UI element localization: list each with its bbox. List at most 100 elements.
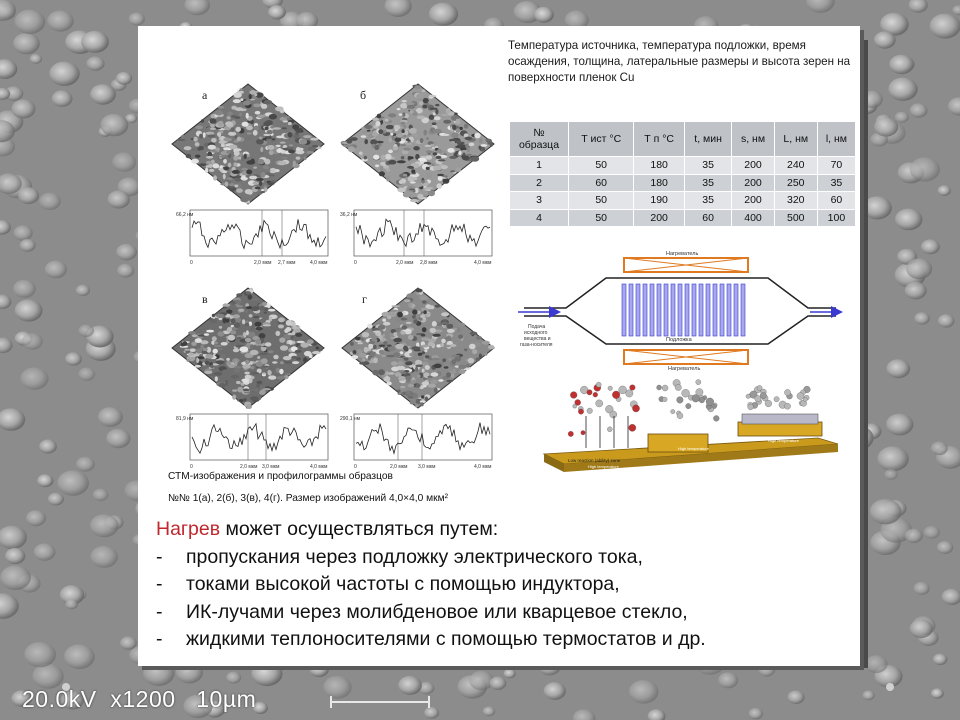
profile-tick: 2,0 мкм (396, 260, 414, 266)
list-item: - токами высокой частоты с помощью индукт… (156, 571, 856, 599)
corner-dot-right (886, 683, 894, 691)
heating-keyword: Нагрев (156, 518, 221, 540)
deposition-process-diagram: Low reaction (ability) zone High tempera… (542, 379, 839, 472)
table-cell: 35 (684, 174, 733, 192)
profile-tick: 3,0 мкм (418, 464, 436, 470)
reactor-diagram: Нагреватель Нагреватель Подложка Подача … (518, 251, 843, 372)
profile-tick: 4,0 мкм (310, 260, 328, 266)
panel-letter-v: в (202, 292, 208, 306)
sem-magnification: x1200 (110, 686, 176, 712)
table-header-cell: № образца (510, 122, 569, 157)
profile-tick: 0 (190, 464, 193, 470)
table-header-cell: L, нм (774, 122, 818, 157)
profile-tick: 0 (354, 464, 357, 470)
table-cell: 100 (817, 209, 857, 227)
table-header-cell: s, нм (731, 122, 775, 157)
list-bullet: - (156, 600, 163, 623)
table-cell: 180 (633, 156, 685, 175)
list-bullet: - (156, 628, 163, 650)
gas-label: газа-носителя (520, 342, 553, 348)
profile-tick: 4,0 мкм (474, 464, 492, 470)
zone-label-low: Low reaction (ability) zone (568, 458, 621, 463)
zone-label-high: High temperature (768, 438, 800, 443)
heater-bottom (623, 349, 749, 365)
table-cell: 250 (774, 174, 818, 192)
table-header-cell: Т ист °С (568, 122, 635, 157)
profile-tick: 3,0 мкм (262, 464, 280, 470)
stm-panel-v (171, 287, 325, 409)
table-header-cell: l, нм (817, 122, 857, 157)
list-item-text: токами высокой частоты с помощью индукто… (186, 573, 620, 595)
profile-tick: 4,0 мкм (310, 464, 328, 470)
panel-letter-b: б (360, 88, 367, 102)
stm-panel-a (171, 83, 325, 205)
panel-letter-g: г (362, 292, 367, 306)
table-cell: 240 (774, 156, 818, 175)
profile-tick: 4,0 мкм (474, 260, 492, 266)
table-cell: 70 (817, 156, 857, 175)
table-cell: 35 (684, 156, 733, 175)
table-cell: 60 (568, 174, 635, 192)
table-cell: 50 (568, 156, 635, 175)
parameters-table: № образца Т ист °С Т п °С t, мин s, нм L… (510, 122, 857, 227)
substrate-plates (621, 283, 746, 337)
zone-label-low-temp: High temperature (588, 464, 620, 469)
list-bullet: - (156, 573, 163, 595)
slide: а б в г 66,2 нм 0 2,0 мкм 2,7 мкм 4,0 мк… (138, 26, 860, 666)
table-row: 3 50 190 35 200 320 60 (510, 191, 857, 210)
heater-bottom-label: Нагреватель (668, 366, 700, 372)
table-cell: 200 (633, 209, 685, 227)
profile-tick: 0 (354, 260, 357, 266)
zone-label-mid: High temperature (678, 446, 710, 451)
table-cell: 400 (731, 209, 775, 227)
table-cell: 60 (684, 209, 733, 227)
substrate-label: Подложка (666, 337, 693, 343)
table-cell: 50 (568, 191, 635, 210)
stm-caption: СТМ-изображения и профилограммы образцов (168, 471, 393, 482)
table-title: Температура источника, температура подло… (508, 39, 851, 84)
list-item-text: жидкими теплоносителями с помощью термос… (186, 628, 706, 650)
table-cell: 4 (510, 209, 569, 227)
profile-tick: 0 (190, 260, 193, 266)
profile-v: 81,9 нм 0 2,0 мкм 3,0 мкм 4,0 мкм (176, 413, 329, 470)
table-row: 2 60 180 35 200 250 35 (510, 174, 857, 192)
profile-a: 66,2 нм 0 2,0 мкм 2,7 мкм 4,0 мкм (176, 209, 329, 266)
profile-scale-v: 81,9 нм (176, 416, 194, 422)
table-cell: 200 (731, 156, 775, 175)
table-header-cell: t, мин (684, 122, 733, 157)
profile-scale-b: 36,2 нм (340, 212, 358, 218)
profile-tick: 2,8 мкм (420, 260, 438, 266)
table-cell: 200 (731, 174, 775, 192)
molecule-clusters (567, 379, 811, 448)
profile-tick: 2,0 мкм (240, 464, 258, 470)
list-item-text: ИК-лучами через молибденовое или кварцев… (186, 600, 688, 623)
table-header-row: № образца Т ист °С Т п °С t, мин s, нм L… (510, 122, 857, 157)
table-cell: 35 (817, 174, 857, 192)
profile-scale-g: 290,1 нм (340, 416, 361, 422)
table-cell: 190 (633, 191, 685, 210)
table-cell: 3 (510, 191, 569, 210)
list-item: -ИК-лучами через молибденовое или кварце… (156, 599, 856, 627)
heating-intro-text: может осуществляться путем: (220, 518, 499, 540)
table-header-cell: Т п °С (633, 122, 685, 157)
profile-g: 290,1 нм 0 2,0 мкм 3,0 мкм 4,0 мкм (340, 413, 493, 470)
table-cell: 1 (510, 156, 569, 175)
sem-info-bar: 20.0kV x1200 10µm (22, 686, 256, 713)
table-cell: 320 (774, 191, 818, 210)
table-row: 1 50 180 35 200 240 70 (510, 156, 857, 175)
profile-b: 36,2 нм 0 2,0 мкм 2,8 мкм 4,0 мкм (340, 209, 493, 266)
profile-tick: 2,7 мкм (278, 260, 296, 266)
gas-label: вещества и (524, 336, 551, 342)
gas-label: Подача (528, 324, 545, 330)
table-cell: 60 (817, 191, 857, 210)
sem-voltage: 20.0kV (22, 686, 97, 712)
sem-scale-bar (330, 696, 430, 708)
list-bullet: - (156, 545, 163, 568)
heating-intro: Нагрев может осуществляться путем: (156, 516, 856, 544)
stm-panel-b (340, 83, 495, 205)
table-cell: 2 (510, 174, 569, 192)
profile-tick: 2,0 мкм (390, 464, 408, 470)
table-cell: 200 (731, 191, 775, 210)
heater-top-label: Нагреватель (666, 251, 698, 257)
sem-scale-label: 10µm (196, 686, 257, 712)
